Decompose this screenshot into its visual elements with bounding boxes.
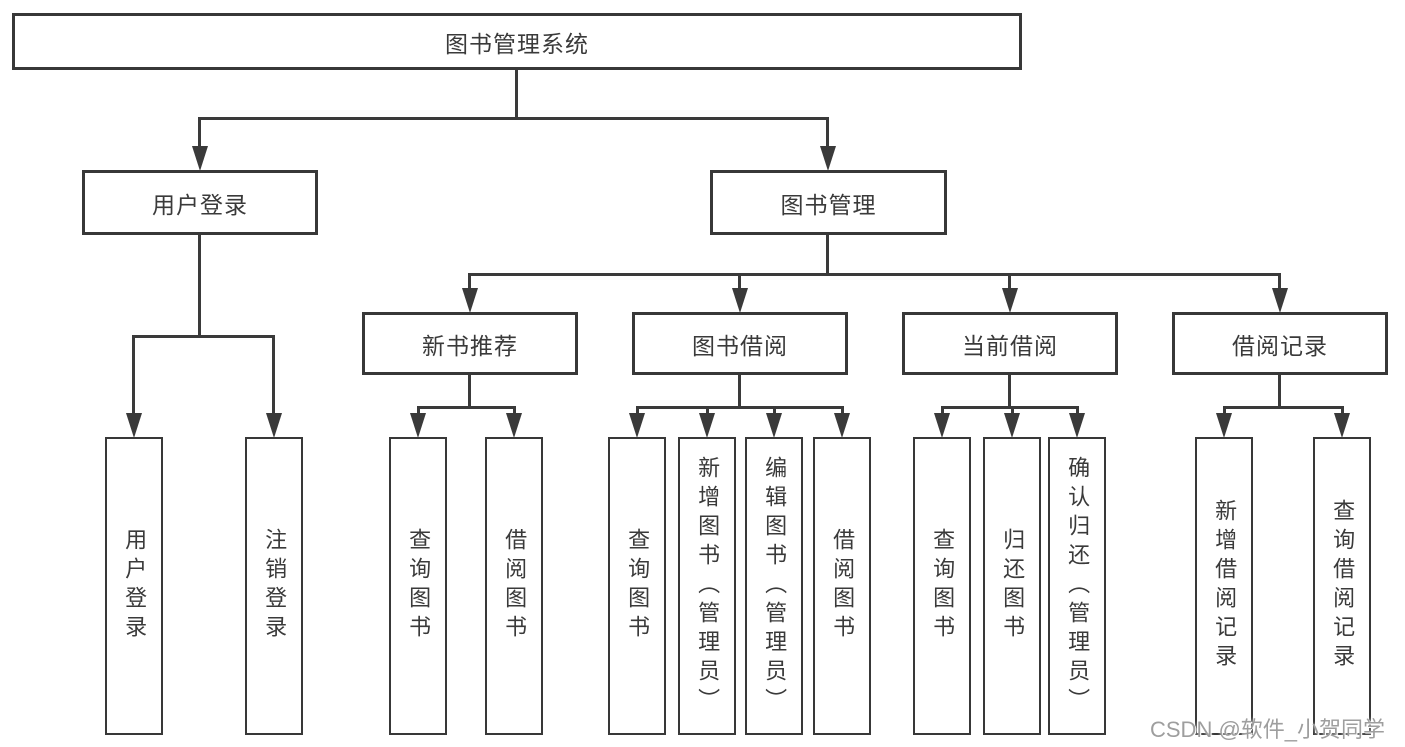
leaf-logout-label: 注销登录 <box>262 528 288 644</box>
connector-line <box>1278 375 1281 409</box>
node-borrowing-records-label: 借阅记录 <box>1232 332 1328 359</box>
connector-line <box>418 406 516 409</box>
watermark: CSDN @软件_小贺同学 <box>1150 717 1386 742</box>
node-book-management: 图书管理 <box>710 170 947 235</box>
leaf-query-books-current-label: 查询图书 <box>930 528 956 644</box>
leaf-query-borrow-record: 查询借阅记录 <box>1313 437 1371 735</box>
arrow-down <box>410 413 426 438</box>
connector-line <box>637 406 844 409</box>
node-borrowing-records: 借阅记录 <box>1172 312 1388 375</box>
leaf-confirm-return-admin: 确认归还（管理员） <box>1048 437 1106 735</box>
leaf-query-borrow-record-label: 查询借阅记录 <box>1330 499 1356 673</box>
leaf-return-books-label: 归还图书 <box>1000 528 1026 644</box>
arrow-down <box>1004 413 1020 438</box>
leaf-user-login: 用户登录 <box>105 437 163 735</box>
arrow-down <box>192 146 208 171</box>
node-root-label: 图书管理系统 <box>445 30 589 57</box>
arrow-down <box>506 413 522 438</box>
leaf-logout: 注销登录 <box>245 437 303 735</box>
arrow-down <box>732 288 748 313</box>
arrow-down <box>1216 413 1232 438</box>
connector-line <box>773 406 776 416</box>
arrow-down <box>1002 288 1018 313</box>
connector-line <box>738 273 741 291</box>
connector-line <box>826 235 829 275</box>
leaf-borrow-books-recommend-label: 借阅图书 <box>502 528 528 644</box>
connector-line <box>513 406 516 416</box>
node-new-book-recommend-label: 新书推荐 <box>422 332 518 359</box>
arrow-down <box>834 413 850 438</box>
connector-line <box>468 375 471 409</box>
node-current-borrowing: 当前借阅 <box>902 312 1118 375</box>
connector-line <box>841 406 844 416</box>
connector-line <box>515 70 518 120</box>
node-book-management-label: 图书管理 <box>780 191 877 218</box>
connector-line <box>636 406 639 416</box>
connector-line <box>942 406 1079 409</box>
connector-line <box>826 117 829 149</box>
connector-line <box>1076 406 1079 416</box>
connector-line <box>1224 406 1344 409</box>
connector-line <box>941 406 944 416</box>
leaf-add-borrow-record-label: 新增借阅记录 <box>1212 499 1238 673</box>
arrow-down <box>1334 413 1350 438</box>
arrow-down <box>766 413 782 438</box>
leaf-add-book-admin: 新增图书（管理员） <box>678 437 736 735</box>
connector-line <box>1008 273 1011 291</box>
arrow-down <box>1272 288 1288 313</box>
leaf-add-book-admin-label: 新增图书（管理员） <box>695 455 721 717</box>
arrow-down <box>266 413 282 438</box>
connector-line <box>469 273 1281 276</box>
connector-line <box>468 273 471 291</box>
connector-line <box>198 235 201 337</box>
connector-line <box>706 406 709 416</box>
node-new-book-recommend: 新书推荐 <box>362 312 578 375</box>
connector-line <box>1341 406 1344 416</box>
leaf-edit-book-admin-label: 编辑图书（管理员） <box>762 455 788 717</box>
node-book-borrowing: 图书借阅 <box>632 312 848 375</box>
leaf-user-login-label: 用户登录 <box>122 528 148 644</box>
connector-line <box>132 335 135 415</box>
node-root: 图书管理系统 <box>12 13 1022 70</box>
connector-line <box>1008 375 1011 409</box>
arrow-down <box>1069 413 1085 438</box>
arrow-down <box>699 413 715 438</box>
node-book-borrowing-label: 图书借阅 <box>692 332 788 359</box>
connector-line <box>1278 273 1281 291</box>
leaf-query-books-borrowing: 查询图书 <box>608 437 666 735</box>
leaf-query-books-recommend-label: 查询图书 <box>406 528 432 644</box>
leaf-query-books-recommend: 查询图书 <box>389 437 447 735</box>
leaf-query-books-borrowing-label: 查询图书 <box>625 528 651 644</box>
connector-line <box>133 335 275 338</box>
arrow-down <box>629 413 645 438</box>
node-user-login: 用户登录 <box>82 170 318 235</box>
leaf-query-books-current: 查询图书 <box>913 437 971 735</box>
connector-line <box>1223 406 1226 416</box>
connector-line <box>1011 406 1014 416</box>
arrow-down <box>820 146 836 171</box>
arrow-down <box>934 413 950 438</box>
leaf-return-books: 归还图书 <box>983 437 1041 735</box>
leaf-add-borrow-record: 新增借阅记录 <box>1195 437 1253 735</box>
leaf-borrow-books-borrowing-label: 借阅图书 <box>830 528 856 644</box>
leaf-confirm-return-admin-label: 确认归还（管理员） <box>1065 455 1091 717</box>
arrow-down <box>126 413 142 438</box>
leaf-borrow-books-recommend: 借阅图书 <box>485 437 543 735</box>
connector-line <box>272 335 275 415</box>
node-user-login-label: 用户登录 <box>152 191 248 218</box>
connector-line <box>738 375 741 409</box>
connector-line <box>198 117 201 149</box>
connector-line <box>417 406 420 416</box>
node-current-borrowing-label: 当前借阅 <box>962 332 1058 359</box>
arrow-down <box>462 288 478 313</box>
connector-line <box>199 117 829 120</box>
leaf-borrow-books-borrowing: 借阅图书 <box>813 437 871 735</box>
leaf-edit-book-admin: 编辑图书（管理员） <box>745 437 803 735</box>
